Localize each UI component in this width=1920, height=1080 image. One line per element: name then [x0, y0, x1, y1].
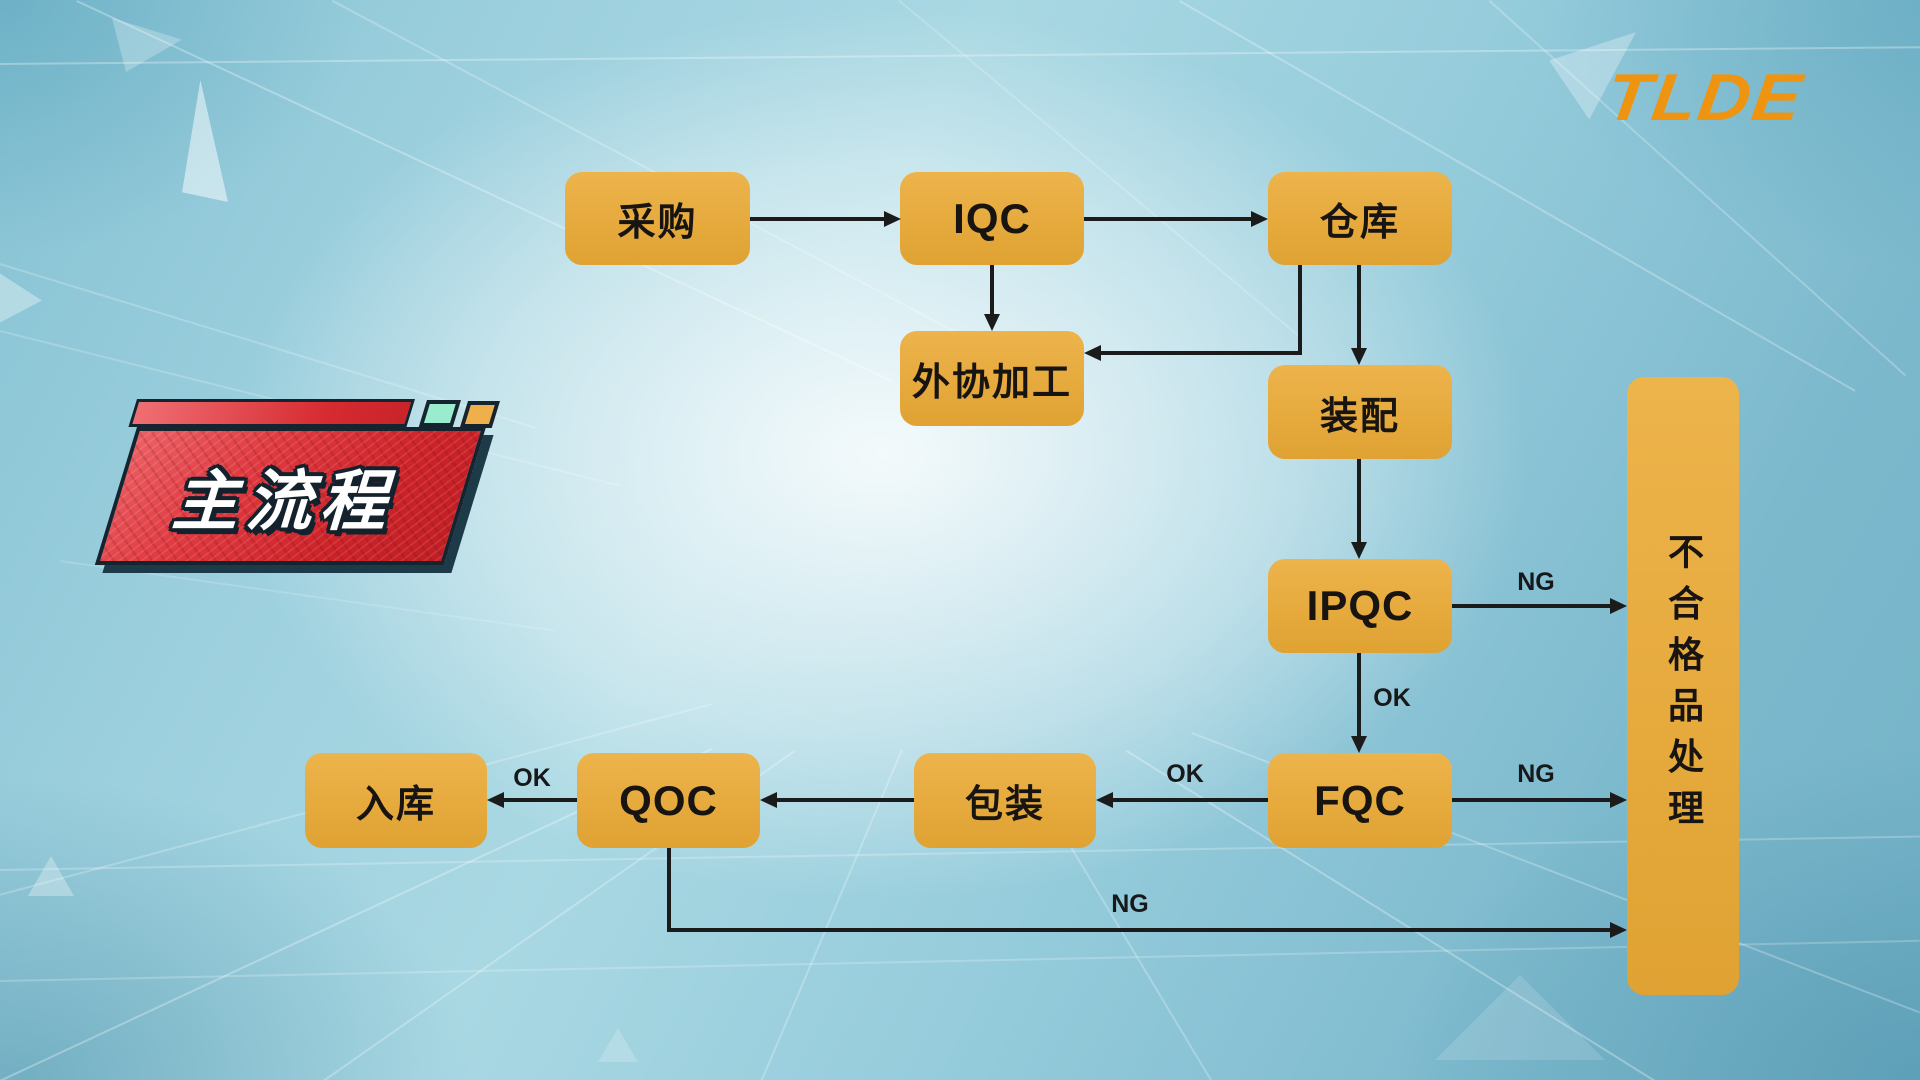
edge-label-qoc-ng: NG	[1111, 890, 1149, 918]
node-warehousing-in: 入库	[305, 753, 487, 848]
bg-triangle	[182, 80, 228, 202]
arrowhead	[1610, 922, 1627, 938]
banner-top-bar	[128, 399, 415, 427]
banner-panel: 主流程	[94, 427, 486, 565]
arrow-packaging-to-qoc	[777, 798, 914, 802]
node-ipqc: IPQC	[1268, 559, 1452, 653]
arrowhead	[760, 792, 777, 808]
bg-line	[332, 0, 969, 340]
arrow-warehouse-to-outsourcing-h	[1101, 351, 1302, 355]
arrow-fqc-to-defect	[1452, 798, 1610, 802]
arrowhead	[1610, 598, 1627, 614]
node-outsourcing: 外协加工	[900, 331, 1084, 426]
arrowhead	[1084, 345, 1101, 361]
arrowhead	[1096, 792, 1113, 808]
bg-triangle	[112, 18, 182, 72]
node-defect-handling: 不合格品处理	[1627, 377, 1739, 995]
node-iqc: IQC	[900, 172, 1084, 265]
bg-triangle	[598, 1028, 638, 1062]
node-warehouse: 仓库	[1268, 172, 1452, 265]
node-fqc: FQC	[1268, 753, 1452, 848]
bg-triangle	[28, 856, 74, 896]
arrow-ipqc-to-fqc	[1357, 653, 1361, 736]
banner-teal-square	[418, 400, 461, 427]
edge-label-fqc-ok: OK	[1166, 760, 1204, 788]
edge-label-ipqc-ok: OK	[1373, 684, 1411, 712]
bg-line	[76, 0, 893, 383]
arrowhead	[1351, 348, 1367, 365]
arrow-ipqc-to-defect	[1452, 604, 1610, 608]
arrowhead	[984, 314, 1000, 331]
arrow-assembly-to-ipqc	[1357, 459, 1361, 542]
arrowhead	[1251, 211, 1268, 227]
arrow-qoc-to-warehousing	[504, 798, 577, 802]
node-procurement: 采购	[565, 172, 750, 265]
bg-triangle	[1435, 975, 1605, 1060]
arrowhead	[1610, 792, 1627, 808]
arrow-warehouse-to-outsourcing-v	[1298, 265, 1302, 355]
arrow-qoc-to-defect-v	[667, 848, 671, 932]
arrow-warehouse-to-assembly	[1357, 265, 1361, 348]
arrow-iqc-to-outsourcing	[990, 265, 994, 314]
bg-triangle	[0, 262, 42, 332]
arrowhead	[1351, 736, 1367, 753]
edge-label-fqc-ng: NG	[1517, 760, 1555, 788]
arrow-procurement-to-iqc	[750, 217, 884, 221]
bg-line	[1488, 0, 1907, 377]
arrowhead	[884, 211, 901, 227]
arrow-qoc-to-defect-h	[667, 928, 1610, 932]
node-packaging: 包装	[914, 753, 1096, 848]
arrow-iqc-to-warehouse	[1084, 217, 1251, 221]
banner-orange-square	[459, 401, 500, 428]
section-title: 主流程	[166, 464, 412, 538]
tlde-logo: TLDE	[1601, 60, 1808, 135]
section-banner: 主流程	[90, 392, 520, 577]
arrowhead	[487, 792, 504, 808]
edge-label-qoc-ok: OK	[513, 764, 551, 792]
node-qoc: QOC	[577, 753, 760, 848]
edge-label-ipqc-ng: NG	[1517, 568, 1555, 596]
node-assembly: 装配	[1268, 365, 1452, 459]
arrowhead	[1351, 542, 1367, 559]
bg-line	[898, 0, 1299, 336]
arrow-fqc-to-packaging	[1113, 798, 1268, 802]
